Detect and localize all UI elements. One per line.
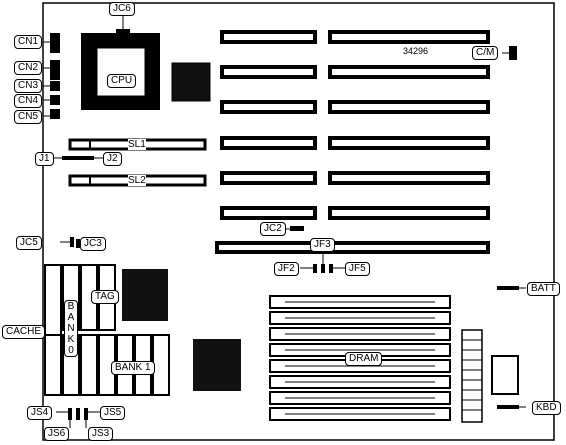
kbd-connector (491, 355, 519, 409)
label-kbd: KBD (532, 401, 561, 415)
label-sl1: SL1 (128, 139, 146, 150)
jf-jumpers (313, 264, 333, 273)
cm-jumper (509, 46, 517, 60)
label-jf3: JF3 (310, 238, 335, 252)
jc6-header (116, 29, 130, 34)
cn-headers (50, 33, 60, 119)
label-cm: C/M (472, 46, 499, 60)
long-slot (215, 241, 490, 254)
label-jf2: JF2 (274, 262, 299, 276)
label-j1: J1 (35, 152, 54, 166)
leader-lines (43, 16, 526, 428)
label-bank1: BANK 1 (111, 361, 155, 375)
label-cn2: CN2 (14, 61, 43, 75)
label-sl2: SL2 (128, 175, 146, 186)
label-cn3: CN3 (14, 79, 43, 93)
j1-j2-header (62, 156, 94, 160)
label-jc5: JC5 (16, 236, 42, 250)
label-cn4: CN4 (14, 94, 43, 108)
label-tag: TAG (91, 290, 119, 304)
label-js3: JS3 (88, 427, 114, 441)
batt-header (497, 286, 519, 290)
label-dram: DRAM (345, 352, 383, 366)
svg-text:★: ★ (152, 37, 159, 46)
label-cn1: CN1 (14, 35, 43, 49)
cpu-socket: ★ (81, 33, 160, 110)
label-cn5: CN5 (14, 110, 43, 124)
isa-slots-left (220, 30, 317, 220)
label-cache: CACHE (2, 325, 46, 339)
label-j2: J2 (103, 152, 122, 166)
isa-slots-right (328, 30, 490, 220)
label-js5: JS5 (100, 406, 126, 420)
chip-bios (171, 62, 211, 102)
label-jc3: JC3 (80, 237, 106, 251)
label-cpu: CPU (107, 74, 137, 88)
jc5-jc3-jumper (70, 237, 80, 248)
label-jf5: JF5 (345, 262, 370, 276)
label-batt: BATT (527, 282, 560, 296)
chip-cache-ctrl (122, 269, 168, 321)
jc2-header (290, 226, 304, 231)
label-js4: JS4 (27, 406, 53, 420)
label-jc2: JC2 (260, 222, 286, 236)
js-jumpers (68, 408, 88, 420)
chip-chipset (193, 339, 241, 391)
dram-simm-inner (285, 301, 435, 415)
board-id-text: 34296 (403, 46, 429, 56)
label-bank0: BANK 0 (64, 300, 78, 357)
label-jc6: JC6 (109, 2, 135, 16)
dram-side-chips (461, 329, 483, 423)
label-js6: JS6 (44, 427, 70, 441)
